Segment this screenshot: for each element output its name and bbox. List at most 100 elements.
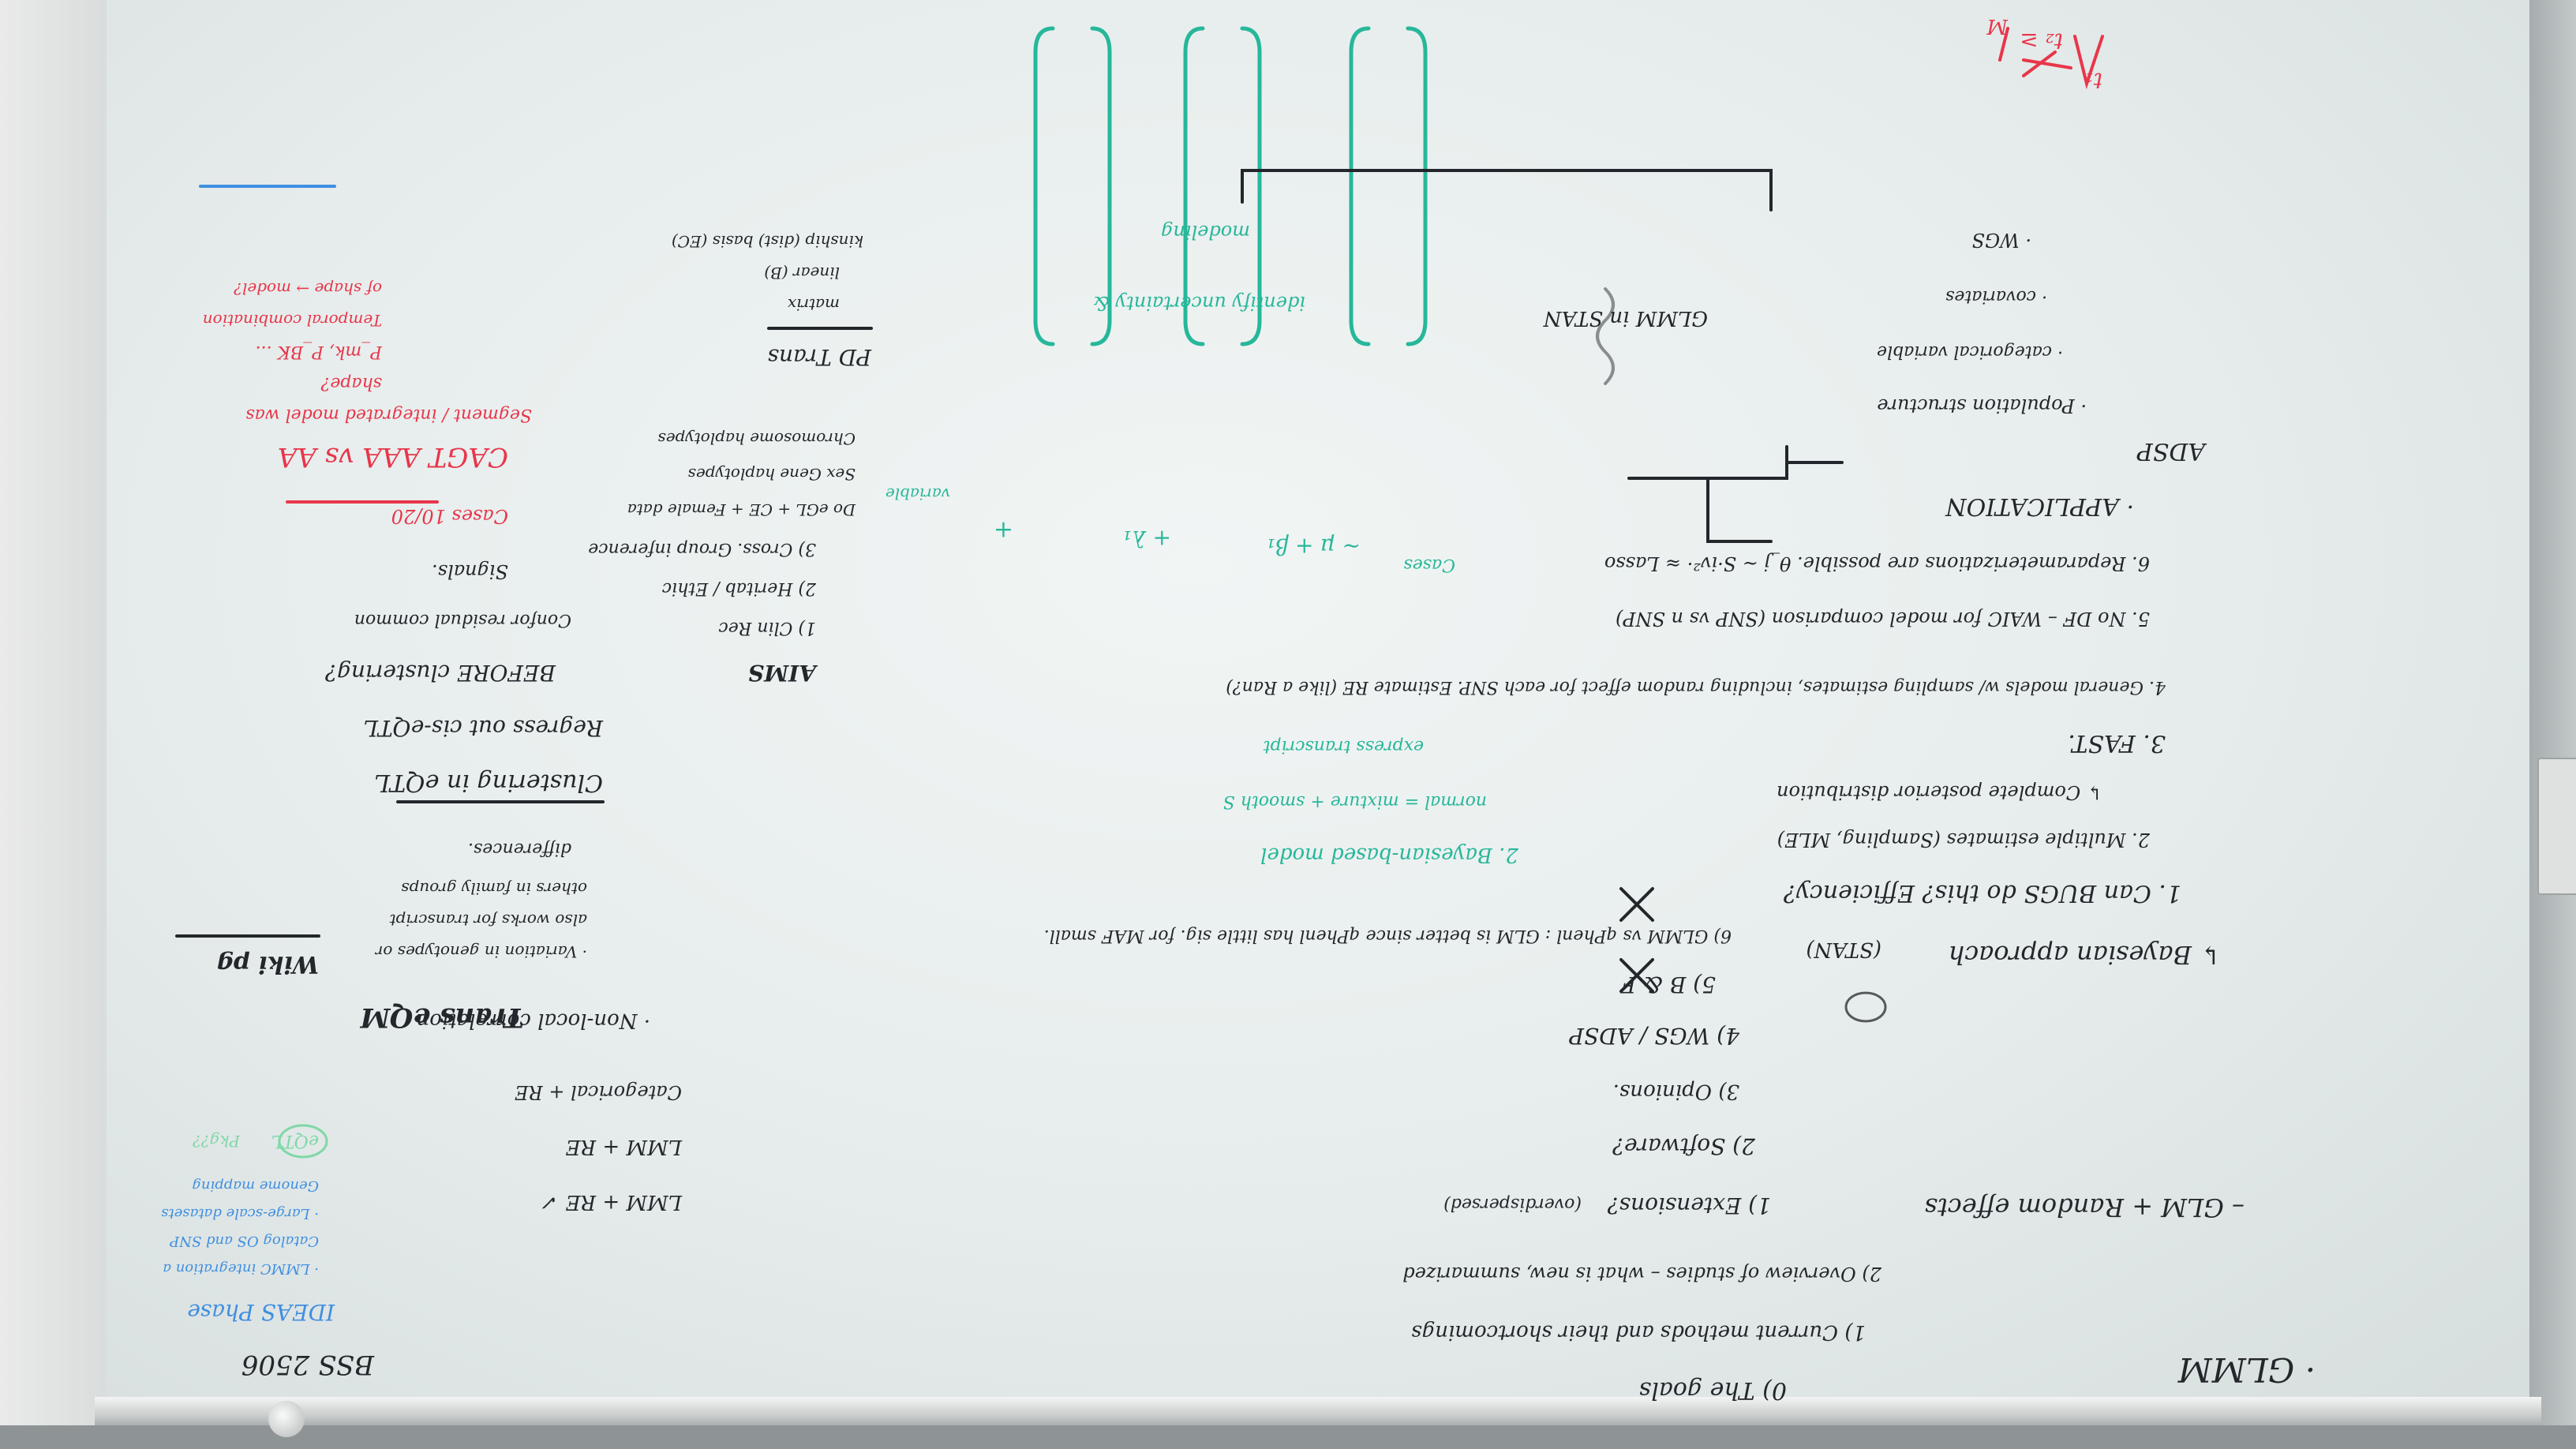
glmm-in-stan: GLMM in STAN <box>1543 306 1708 330</box>
bss-2506: BSS 2506 <box>241 1349 374 1380</box>
extensions-note: (overdispersed) <box>1443 1194 1582 1214</box>
covariates: · covariates <box>1945 286 2047 306</box>
categorical-re: Categorical + RE <box>515 1081 682 1103</box>
x-mark-2 <box>1619 958 1654 993</box>
wall-left <box>0 0 110 1449</box>
identify-uncertainty: identify uncertainty & <box>1092 292 1305 314</box>
can-bugs: 1. Can BUGS do this? Efficiency? <box>1783 879 2181 907</box>
variable-label: variable <box>885 485 950 504</box>
glmm-vs-qphenl: 6) GLMM vs qPhenl : GLM is better since … <box>1043 926 1732 945</box>
brace-mark <box>1596 287 1615 385</box>
software: 2) Software? <box>1612 1133 1755 1159</box>
eqtl-green: eQTL <box>271 1131 319 1151</box>
blue-note-1: · LMMC integration a <box>163 1260 319 1277</box>
bayesian-approach: ↳ Bayesian approach <box>1948 940 2221 970</box>
ideas-phase: IDEAS Phase <box>187 1299 335 1325</box>
mu-beta-label: ~ μ + β₁ <box>1266 534 1361 560</box>
matrix-bracket-2-left <box>1240 26 1262 346</box>
wall-outlet <box>2537 758 2576 895</box>
extensions: 1) Extensions? <box>1607 1193 1771 1219</box>
circle-mark <box>1844 991 1887 1023</box>
lmm-re-check: LMM + RE ✓ <box>541 1190 682 1214</box>
magnet <box>268 1401 305 1437</box>
glmm-stan-bracket <box>1241 169 1773 212</box>
aim-3: 3) Cross. Group inference <box>588 539 816 559</box>
before-clustering: BEFORE clustering? <box>325 660 556 686</box>
blue-note-4: Genome mapping <box>192 1178 319 1194</box>
matrix-bracket-3-right <box>1033 26 1055 346</box>
matrix-bracket-3-left <box>1090 26 1112 346</box>
cagt-comparison: CAGT AAA vs AA <box>277 441 508 473</box>
plus-sign: + <box>993 516 1013 544</box>
red-corner-2: t₂ ≥ <box>2020 28 2063 54</box>
item-0-goals: 0) The goals <box>1638 1376 1787 1404</box>
confor-residual: Confor residual common <box>354 610 571 630</box>
cases-10-20: Cases 10/20 <box>391 505 508 527</box>
categorical-variable: · categorical variable <box>1877 342 2063 361</box>
pmk-pbk: P_mk, P_BK ... <box>255 342 382 361</box>
marker-tray <box>95 1397 2541 1428</box>
red-corner-3: M <box>1986 14 2008 38</box>
shape-model: of shape → model? <box>234 279 382 298</box>
aims-heading: AIMS <box>747 660 816 686</box>
normal-mixture: normal = mixture + smooth S <box>1222 792 1487 811</box>
population-structure: · Population structure <box>1877 395 2087 417</box>
posterior-distribution: ↳ Complete posterior distribution <box>1777 781 2102 803</box>
also-works: also works for transcript <box>389 911 587 930</box>
regress-out: Regress out cis-eQTL <box>363 715 603 741</box>
whiteboard <box>107 0 2534 1413</box>
aim-2: 2) Heritab / Ethic <box>661 578 816 598</box>
nonlocal-correlation: · Non-local correlation <box>416 1009 650 1032</box>
shape-question: shape? <box>320 373 382 393</box>
eqtl-circle <box>278 1124 328 1159</box>
wgs-adsp: 4) WGS / ADSP <box>1569 1023 1739 1049</box>
aim-6: Chromosome haplotypes <box>657 429 856 448</box>
opinions: 3) Opinions. <box>1612 1080 1739 1103</box>
general-models: 4. General models w/ sampling estimates,… <box>1226 677 2166 697</box>
matrix-label: matrix <box>787 295 840 314</box>
blue-note-2: Catalog OS and SNP <box>170 1233 319 1249</box>
application-heading: · APPLICATION <box>1945 492 2134 520</box>
variation-genotypes: · Variation in genotypes or <box>375 942 587 961</box>
bayesian-based-model: 2. Bayesian-based model <box>1260 843 1518 867</box>
fast: 3. FAST. <box>2068 729 2166 757</box>
item-1-methods: 1) Current methods and their shortcoming… <box>1411 1320 1866 1344</box>
signals: Signals. <box>432 560 508 582</box>
segment-model: Segment / integrated model was <box>245 405 532 425</box>
red-scribble <box>1998 27 2104 90</box>
adsp-label: ADSP <box>2136 437 2205 465</box>
linear-label: linear (B) <box>764 264 840 283</box>
lmm-re: LMM + RE <box>565 1135 682 1159</box>
express-transcript: express transcript <box>1263 736 1424 756</box>
x-mark-1 <box>1619 887 1654 922</box>
others-family: others in family groups <box>401 879 587 898</box>
glmm-heading: · GLMM <box>2177 1350 2316 1389</box>
aim-4: Do eGL + CE + Female data <box>627 500 856 519</box>
kinship-label: kinship (dist) basis (EC) <box>671 232 863 251</box>
red-corner-1: t₁ <box>2084 68 2102 94</box>
cases-label: Cases <box>1403 555 1455 575</box>
pkg-question: Pkg?? <box>193 1132 240 1151</box>
blue-note-3: · Large-scale datasets <box>161 1205 319 1222</box>
reparameterizations: 6. Reparameterizations are possible. θ_j… <box>1604 552 2150 575</box>
aim-5: Sex Gene haplotypes <box>687 465 856 484</box>
glm-random-effects: – GLM + Random effects <box>1924 1193 2245 1222</box>
matrix-bracket-1-right <box>1349 26 1371 346</box>
modeling-label: modeling <box>1161 221 1250 243</box>
matrix-bracket-2-right <box>1183 26 1205 346</box>
clustering-eqtl: Clustering in eQTL <box>374 769 603 796</box>
b-and-f: 5) B & F <box>1620 972 1716 998</box>
wiki-pg: Wiki pg <box>216 950 319 978</box>
structure-bracket <box>1627 445 1844 543</box>
stan-label: (STAN) <box>1806 938 1881 961</box>
wall-right <box>2529 0 2576 1449</box>
pd-trans: PD Trans <box>767 344 871 370</box>
differences: differences. <box>467 839 571 859</box>
no-df-waic: 5. No DF – WAIC for model comparison (SN… <box>1616 608 2150 630</box>
temporal-combination: Temporal combination <box>202 311 382 330</box>
item-2-overview: 2) Overview of studies – what is new, su… <box>1402 1263 1881 1285</box>
multiple-estimates: 2. Multiple estimates (Sampling, MLE) <box>1777 829 2150 851</box>
